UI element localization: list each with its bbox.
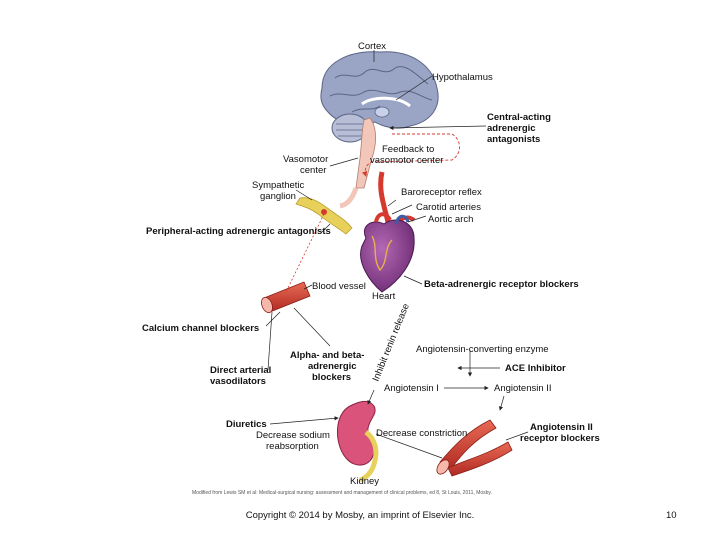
leader-lines (265, 50, 529, 459)
label-inhibit-renin-release: Inhibit renin release (371, 302, 412, 383)
brain-illustration (320, 51, 439, 189)
label-ace-inhibitor: ACE Inhibitor (505, 363, 566, 374)
label-ace-enzyme: Angiotensin-converting enzyme (416, 344, 549, 355)
sympathetic-ganglion-shape (295, 197, 353, 235)
label-arb-2: receptor blockers (520, 433, 600, 444)
label-feedback-1: Feedback to (382, 144, 434, 155)
bifurcating-vessel-illustration (436, 419, 513, 477)
label-direct-arterial-2: vasodilators (210, 376, 266, 387)
label-sympathetic-2: ganglion (260, 191, 296, 202)
label-central-acting-3: antagonists (487, 134, 540, 145)
label-peripheral-acting: Peripheral-acting adrenergic antagonists (146, 226, 331, 237)
label-diuretics: Diuretics (226, 419, 267, 430)
label-central-acting-2: adrenergic (487, 123, 536, 134)
label-vasomotor-1: Vasomotor (283, 154, 328, 165)
source-credit: Modified from Lewis SM et al: Medical-su… (192, 490, 492, 496)
copyright-notice: Copyright © 2014 by Mosby, an imprint of… (245, 510, 475, 521)
label-vasomotor-2: center (300, 165, 326, 176)
label-decrease-sodium-1: Decrease sodium (256, 430, 330, 441)
page-number: 10 (666, 510, 677, 521)
label-alpha-beta-2: adrenergic (308, 361, 357, 372)
label-direct-arterial-1: Direct arterial (210, 365, 271, 376)
label-beta-blockers: Beta-adrenergic receptor blockers (424, 279, 579, 290)
ganglion-node (321, 209, 327, 215)
label-sympathetic-1: Sympathetic (252, 180, 305, 191)
label-decrease-sodium-2: reabsorption (266, 441, 319, 452)
label-angiotensin-ii: Angiotensin II (494, 383, 552, 394)
label-alpha-beta-3: blockers (312, 372, 351, 383)
blood-vessel-illustration (261, 281, 311, 314)
feedback-pathway (362, 133, 460, 177)
label-aortic-arch: Aortic arch (428, 214, 473, 225)
label-heart: Heart (372, 291, 396, 302)
label-baroreceptor: Baroreceptor reflex (401, 187, 482, 198)
label-angiotensin-i: Angiotensin I (384, 383, 439, 394)
label-kidney: Kidney (350, 476, 379, 487)
label-central-acting-1: Central-acting (487, 112, 551, 123)
label-blood-vessel: Blood vessel (312, 281, 366, 292)
label-carotid: Carotid arteries (416, 202, 481, 213)
spinal-cord (339, 187, 359, 209)
label-cortex: Cortex (358, 41, 386, 52)
heart-illustration (360, 212, 415, 293)
kidney-illustration (336, 400, 379, 483)
sympathetic-efferent-pathway (285, 213, 325, 293)
label-decrease-constriction: Decrease constriction (376, 428, 467, 439)
label-calcium-channel-blockers: Calcium channel blockers (142, 323, 259, 334)
label-alpha-beta-1: Alpha- and beta- (290, 350, 364, 361)
label-arb-1: Angiotensin II (530, 422, 593, 433)
label-hypothalamus: Hypothalamus (432, 72, 493, 83)
label-feedback-2: vasomotor center (370, 155, 443, 166)
